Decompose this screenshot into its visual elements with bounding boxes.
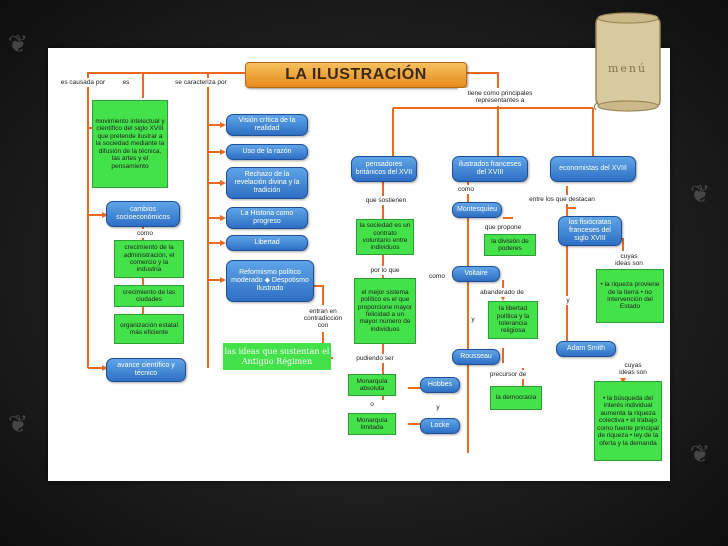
label-como-3: como	[456, 185, 476, 194]
label-es: es	[120, 78, 132, 87]
node-organizacion: organización estatal más eficiente	[114, 314, 184, 344]
node-busqueda: • la búsqueda del interés individual aum…	[594, 381, 662, 461]
label-pudiendo-ser: pudiendo ser	[350, 354, 400, 363]
node-vision: Visión crítica de la realidad	[226, 114, 308, 136]
title-box: LA ILUSTRACIÓN	[245, 62, 467, 88]
node-cambios: cambios socioeconómicos	[106, 201, 180, 227]
label-que-propone: que propone	[482, 223, 524, 232]
node-locke: Locke	[420, 418, 460, 434]
node-ilustrados: ilustrados franceses del XVIII	[452, 156, 528, 182]
label-como-2: como	[427, 272, 447, 281]
label-cuyas-ideas-1: cuyas ideas son	[614, 251, 644, 269]
node-crecimiento-ciudades: crecimiento de las ciudades	[114, 285, 184, 307]
node-fisiocratas: los fisiócratas franceses del siglo XVII…	[558, 216, 622, 246]
node-movimiento: movimiento intelectual y científico del …	[92, 100, 168, 188]
node-historia: La Historia como progreso	[226, 207, 308, 229]
node-avance: avance científico y técnico	[106, 358, 186, 382]
page-title: LA ILUSTRACIÓN	[285, 66, 427, 83]
connector-causes	[87, 72, 245, 368]
label-precursor: precursor de	[486, 370, 530, 379]
label-se-caracteriza-por: se caracteriza por	[168, 78, 234, 87]
node-reformismo: Reformismo político moderado ◆ Despotism…	[226, 260, 314, 302]
label-que-sostienen: que sostienen	[364, 196, 408, 205]
label-entre-los: entre los que destacan	[526, 195, 598, 204]
node-adam-smith: Adam Smith	[556, 341, 616, 357]
label-o: o	[368, 400, 376, 409]
node-monarquia-absoluta: Monarquía absoluta	[348, 374, 396, 396]
node-riqueza: • la riqueza proviene de la tierra • no …	[596, 269, 664, 323]
node-libertad: Libertad	[226, 235, 308, 251]
node-rousseau: Rousseau	[452, 349, 500, 365]
menu-button[interactable]: menú	[590, 10, 665, 115]
node-sociedad-contrato: la sociedad es un contrato voluntario en…	[356, 219, 414, 255]
label-por-lo-que: por lo que	[368, 266, 402, 275]
node-democracia: la democracia	[490, 386, 542, 410]
node-ideas: las ideas que sustentan el Antiguo Régim…	[223, 343, 331, 370]
label-tiene-como: tiene como principales representantes a	[458, 88, 542, 106]
ornament-left-2: ❦	[8, 410, 29, 438]
label-y-1: y	[434, 403, 442, 412]
node-pensadores: pensadores británicos del XVII	[351, 156, 417, 182]
label-y-3: y	[564, 296, 572, 305]
node-libertad-politica: la libertad política y la tolerancia rel…	[488, 301, 538, 339]
node-razon: Uso de la razón	[226, 144, 308, 160]
node-division: la división de poderes	[484, 234, 536, 256]
scroll-icon	[593, 12, 661, 112]
label-es-causada-por: es causada por	[54, 78, 112, 87]
node-economistas: economistas del XVIII	[550, 156, 636, 182]
concept-map-slide: LA ILUSTRACIÓN es causada por es se cara…	[48, 48, 670, 481]
menu-label: menú	[607, 62, 648, 75]
node-monarquia-limitada: Monarquía limitada	[348, 413, 396, 435]
label-y-2: y	[469, 315, 477, 324]
node-voltaire: Voltaire	[452, 266, 500, 282]
ornament-right-2: ❦	[690, 440, 711, 468]
node-hobbes: Hobbes	[420, 377, 460, 393]
ornament-left-1: ❦	[8, 30, 29, 58]
node-crecimiento-admin: crecimiento de la administración, el com…	[114, 240, 184, 278]
node-rechazo: Rechazo de la revelación divina y la tra…	[226, 167, 308, 199]
node-mejor-sistema: el mejor sistema político es el que prop…	[354, 278, 416, 344]
label-cuyas-ideas-2: cuyas ideas son	[618, 360, 648, 378]
node-montesquieu: Montesquieu	[452, 202, 502, 218]
label-abanderado: abanderado de	[478, 288, 526, 297]
ornament-right-1: ❦	[690, 180, 711, 208]
label-entran-en: entran en contradicción con	[298, 305, 348, 332]
label-como-1: como	[136, 229, 154, 238]
